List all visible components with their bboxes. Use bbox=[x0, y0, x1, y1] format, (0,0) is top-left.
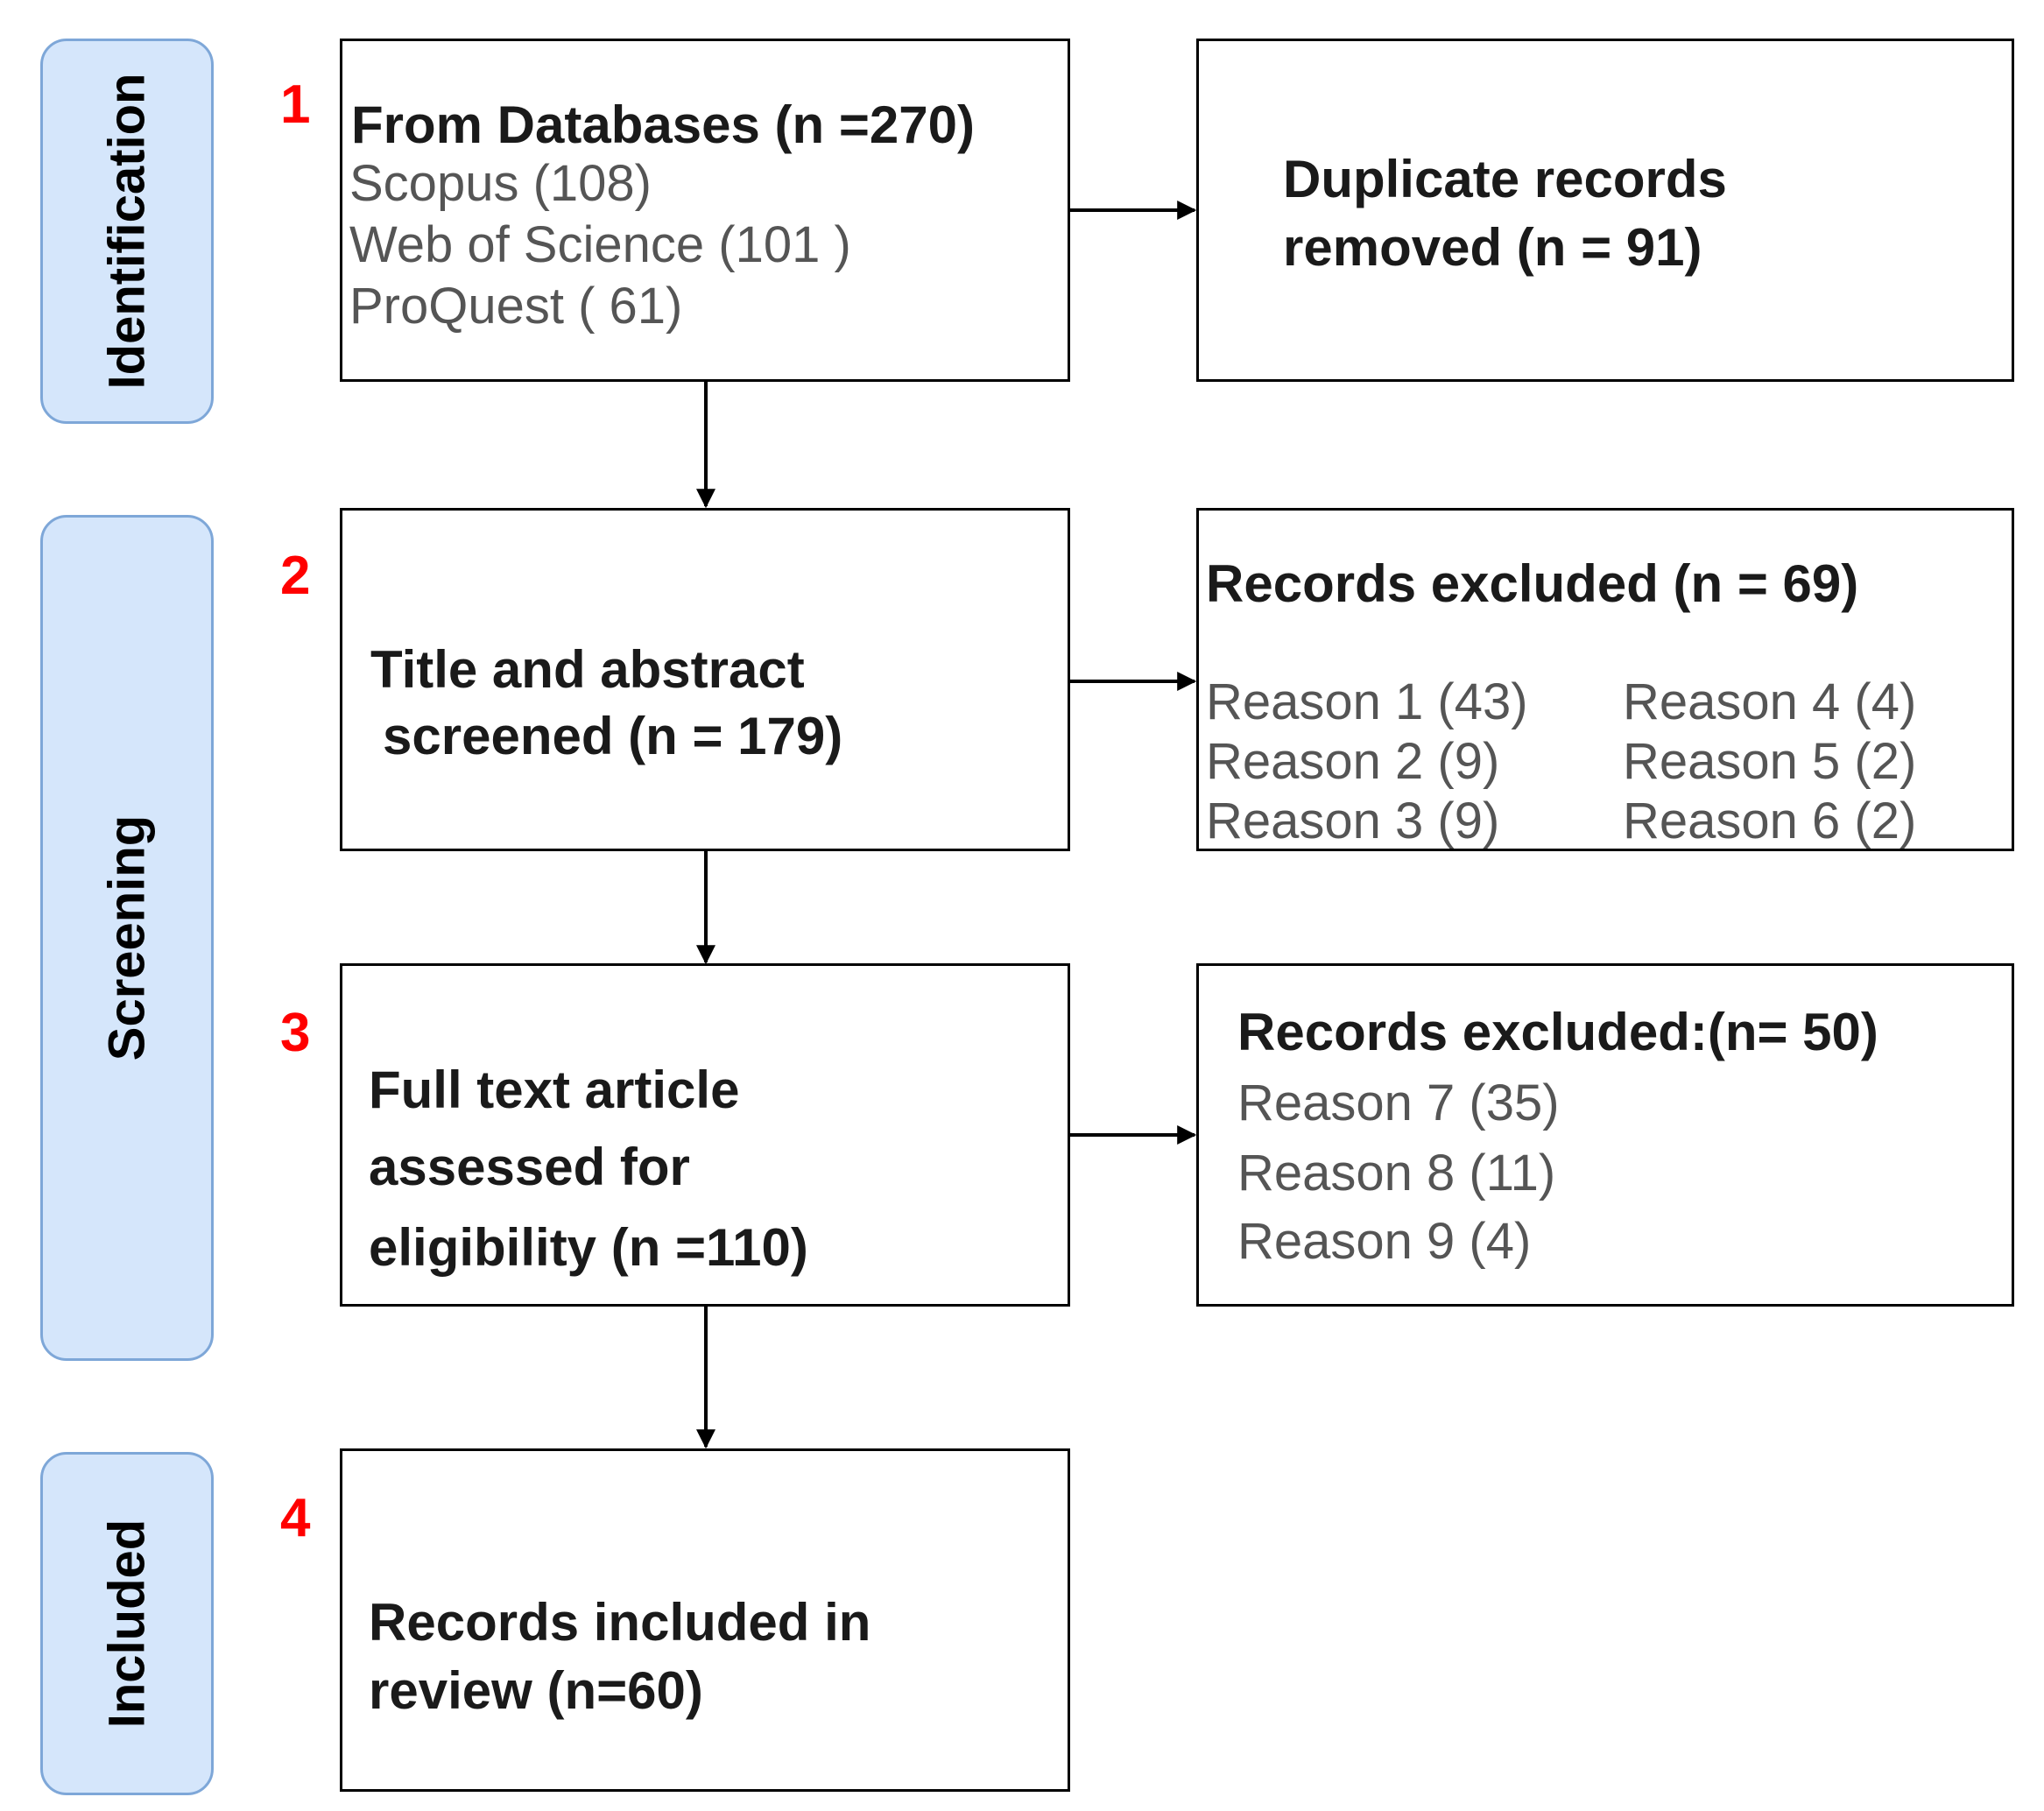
duplicates-box: Duplicate records removed (n = 91) bbox=[1196, 39, 2014, 382]
databases-source-scopus: Scopus (108) bbox=[349, 155, 652, 212]
screened-line-1: Title and abstract bbox=[370, 640, 805, 699]
screened-box: Title and abstract screened (n = 179) bbox=[340, 508, 1070, 851]
excluded-reason-1: Reason 1 (43) bbox=[1206, 673, 1528, 730]
databases-source-proquest: ProQuest ( 61) bbox=[349, 278, 683, 335]
step-number-1: 1 bbox=[280, 74, 311, 135]
phase-screening: Screening bbox=[40, 515, 214, 1361]
excluded-fulltext-title: Records excluded:(n= 50) bbox=[1237, 1003, 1878, 1061]
excluded-reason-6: Reason 6 (2) bbox=[1623, 793, 1917, 849]
excluded-reason-4: Reason 4 (4) bbox=[1623, 673, 1917, 730]
duplicates-line-1: Duplicate records bbox=[1283, 150, 1727, 208]
excluded-reason-5: Reason 5 (2) bbox=[1623, 733, 1917, 790]
included-line-1: Records included in bbox=[369, 1593, 871, 1652]
step-number-2: 2 bbox=[280, 546, 311, 606]
databases-box: From Databases (n =270) Scopus (108) Web… bbox=[340, 39, 1070, 382]
excluded-reason-8: Reason 8 (11) bbox=[1237, 1145, 1556, 1201]
fulltext-line-3: eligibility (n =110) bbox=[369, 1218, 808, 1277]
included-box: Records included in review (n=60) bbox=[340, 1448, 1070, 1792]
fulltext-box: Full text article assessed for eligibili… bbox=[340, 963, 1070, 1307]
excluded-reason-3: Reason 3 (9) bbox=[1206, 793, 1500, 849]
fulltext-line-1: Full text article bbox=[369, 1061, 740, 1119]
included-line-2: review (n=60) bbox=[369, 1661, 703, 1720]
step-number-4: 4 bbox=[280, 1488, 311, 1548]
fulltext-line-2: assessed for bbox=[369, 1138, 690, 1196]
phase-included: Included bbox=[40, 1452, 214, 1795]
databases-source-wos: Web of Science (101 ) bbox=[349, 216, 851, 273]
excluded-screening-title: Records excluded (n = 69) bbox=[1206, 554, 1859, 613]
excluded-reason-9: Reason 9 (4) bbox=[1237, 1213, 1532, 1270]
databases-title: From Databases (n =270) bbox=[351, 95, 975, 154]
excluded-reason-7: Reason 7 (35) bbox=[1237, 1075, 1560, 1131]
excluded-fulltext-box: Records excluded:(n= 50) Reason 7 (35) R… bbox=[1196, 963, 2014, 1307]
excluded-screening-box: Records excluded (n = 69) Reason 1 (43) … bbox=[1196, 508, 2014, 851]
duplicates-line-2: removed (n = 91) bbox=[1283, 218, 1702, 277]
screened-line-2: screened (n = 179) bbox=[383, 707, 843, 765]
phase-identification: Identification bbox=[40, 39, 214, 424]
excluded-reason-2: Reason 2 (9) bbox=[1206, 733, 1500, 790]
step-number-3: 3 bbox=[280, 1003, 311, 1063]
